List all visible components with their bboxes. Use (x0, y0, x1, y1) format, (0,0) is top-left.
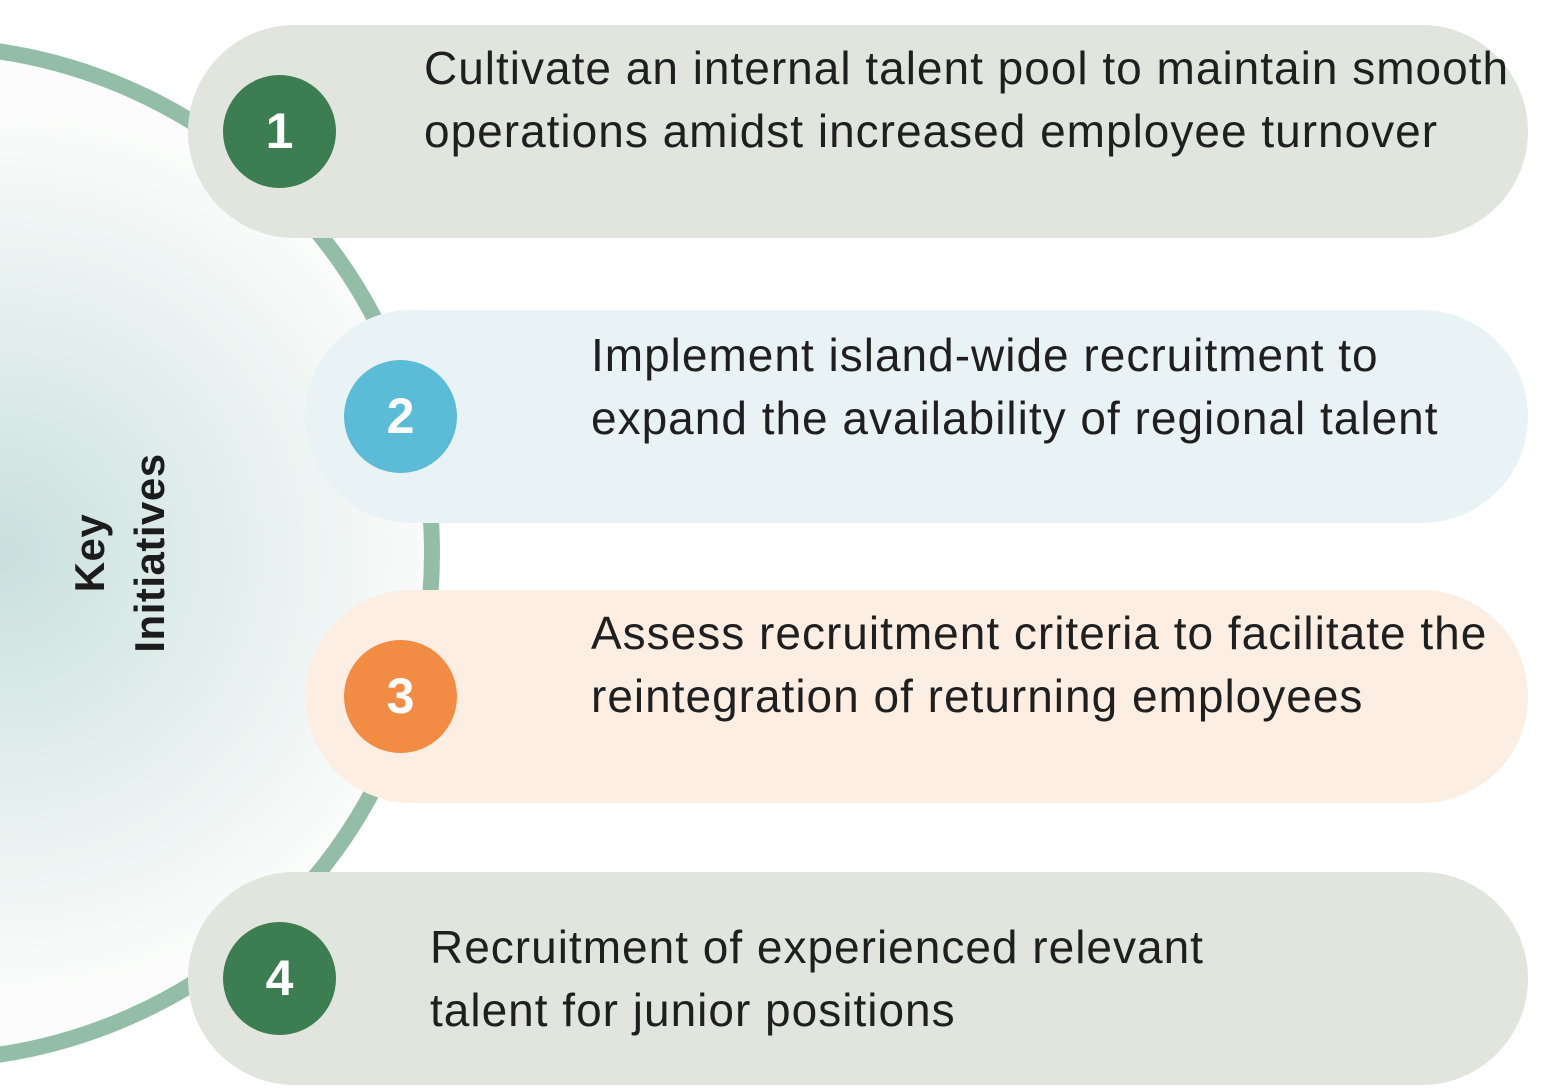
initiative-item-4: 4 Recruitment of experienced relevant ta… (188, 872, 1528, 1085)
initiative-text: Cultivate an internal talent pool to mai… (424, 42, 1510, 157)
initiative-item-2: 2 Implement island-wide recruitment to e… (305, 310, 1528, 523)
initiative-text: Implement island-wide recruitment to exp… (591, 329, 1439, 444)
central-disc (0, 51, 432, 1055)
initiative-item-3: 3 Assess recruitment criteria to facilit… (305, 590, 1528, 803)
initiative-text: Recruitment of experienced relevant tale… (430, 921, 1204, 1036)
center-title: Key Initiatives (60, 393, 180, 713)
center-title-line-2: Initiatives (126, 453, 173, 653)
initiative-number-badge: 2 (344, 360, 457, 473)
center-title-line-1: Key (66, 513, 113, 593)
initiative-item-1: 1 Cultivate an internal talent pool to m… (188, 25, 1528, 238)
central-arc-ring (0, 43, 440, 1063)
initiative-number-badge: 4 (223, 922, 336, 1035)
initiative-number-badge: 3 (344, 640, 457, 753)
initiative-number-badge: 1 (223, 75, 336, 188)
initiative-text: Assess recruitment criteria to facilitat… (591, 607, 1488, 722)
